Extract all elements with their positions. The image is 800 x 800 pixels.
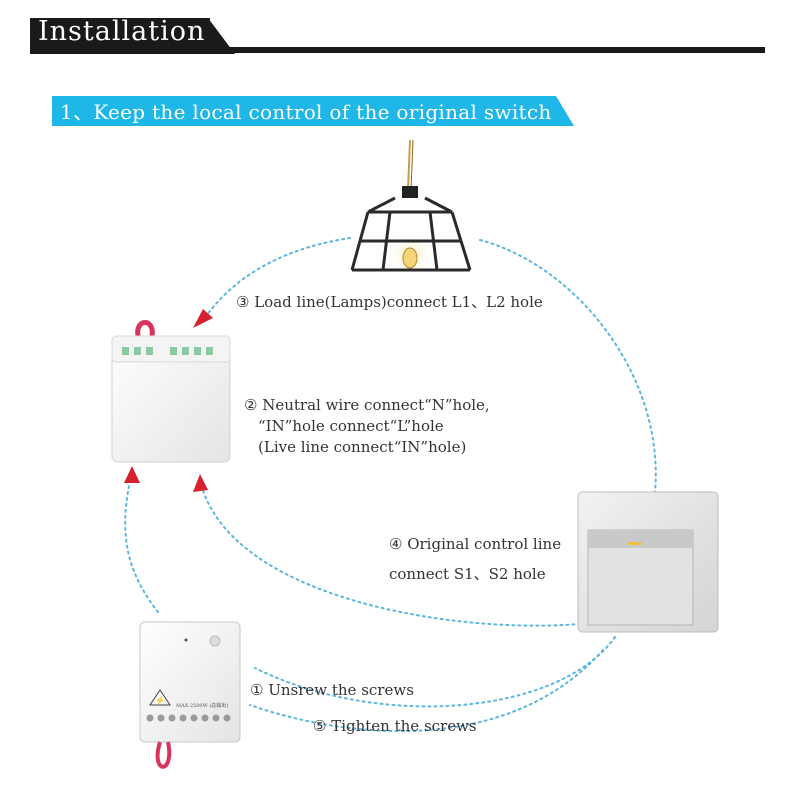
- relay-module-bottom: ⚡: [139, 621, 241, 769]
- dotted-connection-paths: [124, 237, 657, 733]
- arrow-to-module-top: [193, 309, 213, 328]
- path-center-to-module: [199, 479, 611, 627]
- label-original-control-2: connect S1、S2 hole: [389, 565, 546, 583]
- wall-switch-icon: [577, 491, 719, 633]
- path-lamp-to-switch: [479, 239, 657, 493]
- page-title: Installation: [38, 16, 206, 47]
- svg-text:⚡: ⚡: [155, 695, 165, 705]
- red-arrows: [124, 309, 213, 492]
- label-load-line: ③ Load line(Lamps)connect L1、L2 hole: [236, 293, 543, 311]
- step-banner: [52, 96, 574, 126]
- label-original-control-1: ④ Original control line: [389, 535, 562, 553]
- header-bar: [30, 18, 210, 54]
- header-rule: [205, 47, 765, 53]
- path-switch-to-relay-2: [249, 649, 604, 733]
- arrow-to-module-left: [124, 466, 140, 483]
- label-unscrew: ① Unsrew the screws: [250, 681, 414, 699]
- path-relay-to-module: [124, 471, 159, 613]
- path-lamp-to-module: [199, 237, 351, 326]
- label-neutral-wire-3: (Live line connect“IN”hole): [258, 438, 467, 456]
- label-neutral-wire-2: “IN”hole connect“L”hole: [258, 417, 444, 435]
- module-rating-text: MAX 2500W (总输出): [176, 703, 229, 709]
- label-tighten: ⑤ Tighten the screws: [313, 717, 477, 735]
- step-title: 1、Keep the local control of the original…: [60, 100, 552, 124]
- arrow-to-module-right: [193, 474, 208, 492]
- path-switch-to-relay: [254, 636, 616, 708]
- pendant-lamp-icon: [350, 139, 472, 277]
- smart-module-top: [111, 320, 231, 463]
- label-neutral-wire-1: ② Neutral wire connect“N”hole,: [244, 396, 490, 414]
